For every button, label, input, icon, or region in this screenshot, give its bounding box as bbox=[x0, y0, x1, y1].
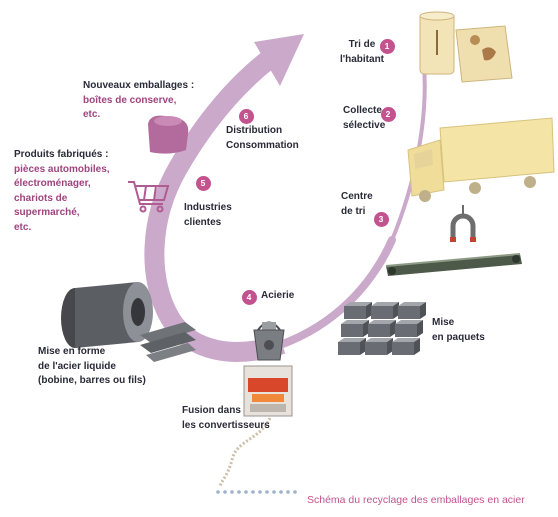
step-number-1-badge: 1 bbox=[380, 39, 395, 54]
step-centre-line1: Centre bbox=[341, 190, 373, 205]
nouveaux-emballages-block: Nouveaux emballages : boîtes de conserve… bbox=[83, 79, 194, 123]
mise-en-forme-label: Mise en forme de l'acier liquide (bobine… bbox=[38, 345, 146, 389]
steel-bale bbox=[368, 320, 396, 337]
step-centre-line2: de tri bbox=[341, 205, 373, 220]
step-industries-label: Industries clientes bbox=[184, 201, 232, 230]
collection-truck-illustration bbox=[408, 118, 554, 202]
produits-fabriques-line: pièces automobiles, bbox=[14, 163, 110, 178]
produits-fabriques-heading: Produits fabriqués : bbox=[14, 148, 110, 163]
step-number-5-badge: 5 bbox=[196, 176, 211, 191]
steel-bales-illustration bbox=[338, 302, 426, 355]
step-tri-line2: l'habitant bbox=[334, 53, 390, 68]
mise-en-paquets-line1: Mise bbox=[432, 316, 485, 331]
produits-fabriques-block: Produits fabriqués : pièces automobiles,… bbox=[14, 148, 110, 235]
steel-bale bbox=[344, 302, 372, 319]
step-collecte-line2: sélective bbox=[343, 119, 385, 134]
step-centre-label: Centre de tri bbox=[341, 190, 373, 219]
sorting-conveyor-illustration bbox=[386, 254, 522, 276]
produits-fabriques-line: électroménager, bbox=[14, 177, 110, 192]
steel-bale bbox=[398, 302, 426, 319]
produits-fabriques-line: etc. bbox=[14, 221, 110, 236]
step-collecte-label: Collecte sélective bbox=[343, 104, 385, 133]
step-collecte-line1: Collecte bbox=[343, 104, 385, 119]
steel-bale bbox=[395, 320, 423, 337]
steel-bale bbox=[392, 338, 420, 355]
step-distribution-line1: Distribution bbox=[226, 124, 299, 139]
fusion-line2: les convertisseurs bbox=[182, 419, 270, 434]
mise-en-forme-line2: de l'acier liquide bbox=[38, 360, 146, 375]
fusion-line1: Fusion dans bbox=[182, 404, 270, 419]
steel-coil-illustration bbox=[61, 282, 153, 348]
mise-en-paquets-line2: en paquets bbox=[432, 331, 485, 346]
step-industries-line2: clientes bbox=[184, 216, 232, 231]
step-acierie-label: Acierie bbox=[261, 289, 294, 304]
nouveaux-emballages-line: boîtes de conserve, bbox=[83, 94, 194, 109]
fusion-label: Fusion dans les convertisseurs bbox=[182, 404, 270, 433]
converter-ladle-illustration bbox=[254, 322, 284, 360]
step-number-2-badge: 2 bbox=[381, 107, 396, 122]
steel-bale bbox=[365, 338, 393, 355]
step-industries-line1: Industries bbox=[184, 201, 232, 216]
mise-en-forme-line3: (bobine, barres ou fils) bbox=[38, 374, 146, 389]
pipeline-dots-illustration bbox=[216, 490, 297, 494]
steel-bale bbox=[338, 338, 366, 355]
sorting-magnet-illustration bbox=[450, 205, 476, 242]
mise-en-forme-line1: Mise en forme bbox=[38, 345, 146, 360]
steel-bale bbox=[341, 320, 369, 337]
household-packaging-illustration bbox=[420, 12, 512, 82]
diagram-caption: Schéma du recyclage des emballages en ac… bbox=[307, 494, 525, 506]
produits-fabriques-line: supermarché, bbox=[14, 206, 110, 221]
step-distribution-line2: Consommation bbox=[226, 139, 299, 154]
step-number-4-badge: 4 bbox=[242, 290, 257, 305]
step-number-3-badge: 3 bbox=[374, 212, 389, 227]
nouveaux-emballages-line: etc. bbox=[83, 108, 194, 123]
step-distribution-label: Distribution Consommation bbox=[226, 124, 299, 153]
nouveaux-emballages-heading: Nouveaux emballages : bbox=[83, 79, 194, 94]
step-number-6-badge: 6 bbox=[239, 109, 254, 124]
produits-fabriques-line: chariots de bbox=[14, 192, 110, 207]
steel-bale bbox=[371, 302, 399, 319]
mise-en-paquets-label: Mise en paquets bbox=[432, 316, 485, 345]
